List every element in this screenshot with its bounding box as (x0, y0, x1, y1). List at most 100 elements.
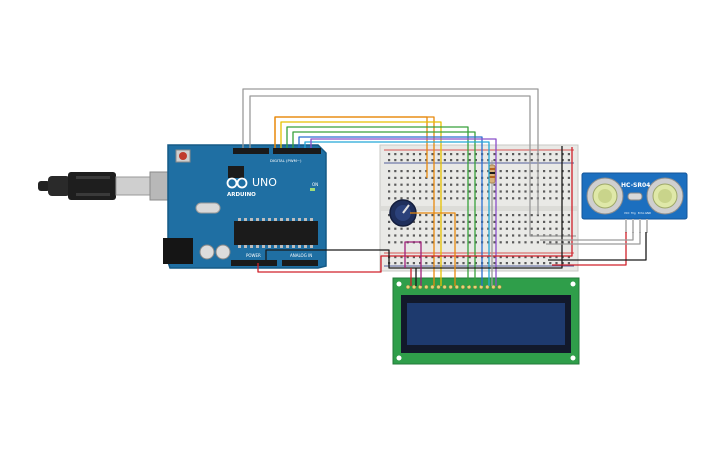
breadboard-hole (388, 220, 391, 223)
power-header-label: POWER (246, 253, 261, 258)
breadboard-hole (419, 153, 422, 156)
breadboard-hole (555, 197, 558, 200)
breadboard-hole (412, 170, 415, 173)
breadboard-hole (518, 190, 521, 193)
breadboard-hole (524, 227, 527, 230)
breadboard-hole (394, 170, 397, 173)
breadboard-hole (567, 262, 570, 265)
breadboard-hole (530, 197, 533, 200)
breadboard-hole (450, 256, 453, 259)
breadboard-hole (394, 234, 397, 237)
breadboard-hole (549, 197, 552, 200)
breadboard-hole (443, 170, 446, 173)
breadboard-hole (524, 183, 527, 186)
breadboard-hole (462, 176, 465, 179)
breadboard-hole (425, 241, 428, 244)
breadboard-hole (468, 159, 471, 162)
breadboard-hole (462, 227, 465, 230)
breadboard-hole (474, 170, 477, 173)
breadboard-hole (505, 190, 508, 193)
breadboard-hole (437, 176, 440, 179)
breadboard-hole (468, 153, 471, 156)
breadboard-hole (512, 234, 515, 237)
breadboard-hole (394, 153, 397, 156)
lcd-pin (412, 284, 417, 290)
breadboard-hole (512, 197, 515, 200)
breadboard-hole (567, 220, 570, 223)
wire-sensor-echo (546, 232, 641, 245)
breadboard-hole (394, 159, 397, 162)
wire-sensor-vcc (552, 232, 627, 266)
breadboard-hole (487, 234, 490, 237)
breadboard-hole (443, 214, 446, 217)
breadboard-hole (543, 170, 546, 173)
breadboard-hole (512, 153, 515, 156)
breadboard-hole (450, 241, 453, 244)
breadboard-hole (456, 183, 459, 186)
breadboard-hole (536, 214, 539, 217)
breadboard-hole (499, 153, 502, 156)
breadboard-hole (406, 153, 409, 156)
breadboard-hole (493, 227, 496, 230)
breadboard-hole (505, 214, 508, 217)
breadboard-hole (462, 183, 465, 186)
breadboard-hole (518, 234, 521, 237)
breadboard-hole (406, 190, 409, 193)
breadboard-hole (555, 170, 558, 173)
breadboard-hole (419, 227, 422, 230)
breadboard-hole (468, 220, 471, 223)
breadboard-hole (456, 241, 459, 244)
lcd-pin (466, 284, 472, 290)
breadboard-hole (524, 197, 527, 200)
breadboard-hole (561, 214, 564, 217)
breadboard-hole (400, 183, 403, 186)
breadboard-hole (425, 176, 428, 179)
breadboard-hole (530, 262, 533, 265)
breadboard-hole (462, 197, 465, 200)
wire-blue (298, 136, 483, 286)
breadboard-hole (505, 159, 508, 162)
breadboard-hole (431, 241, 434, 244)
breadboard-hole (437, 170, 440, 173)
breadboard-hole (443, 190, 446, 193)
breadboard-hole (518, 241, 521, 244)
breadboard-hole (493, 262, 496, 265)
wire-magenta (404, 241, 422, 286)
breadboard-hole (406, 227, 409, 230)
wire-sensor-gnd (548, 232, 647, 261)
breadboard-hole (400, 227, 403, 230)
breadboard-hole (487, 176, 490, 179)
breadboard-hole (512, 262, 515, 265)
breadboard-hole (419, 170, 422, 173)
breadboard-hole (567, 159, 570, 162)
breadboard-hole (567, 170, 570, 173)
breadboard-hole (512, 227, 515, 230)
breadboard-hole (425, 262, 428, 265)
breadboard-hole (561, 183, 564, 186)
breadboard-hole (499, 234, 502, 237)
breadboard-hole (518, 214, 521, 217)
breadboard-hole (450, 170, 453, 173)
breadboard-hole (443, 159, 446, 162)
breadboard-hole (543, 220, 546, 223)
breadboard-hole (474, 183, 477, 186)
breadboard-hole (450, 176, 453, 179)
breadboard-hole (549, 176, 552, 179)
breadboard-hole (561, 190, 564, 193)
breadboard-hole (437, 190, 440, 193)
breadboard-hole (419, 214, 422, 217)
breadboard-hole (493, 159, 496, 162)
breadboard-hole (406, 256, 409, 259)
breadboard-hole (512, 176, 515, 179)
breadboard-hole (549, 153, 552, 156)
breadboard-hole (400, 176, 403, 179)
breadboard-hole (456, 153, 459, 156)
breadboard-hole (561, 197, 564, 200)
breadboard-hole (462, 234, 465, 237)
breadboard-hole (499, 220, 502, 223)
breadboard-hole (567, 241, 570, 244)
breadboard-hole (431, 183, 434, 186)
breadboard-hole (450, 197, 453, 200)
breadboard-hole (425, 159, 428, 162)
breadboard-hole (468, 234, 471, 237)
